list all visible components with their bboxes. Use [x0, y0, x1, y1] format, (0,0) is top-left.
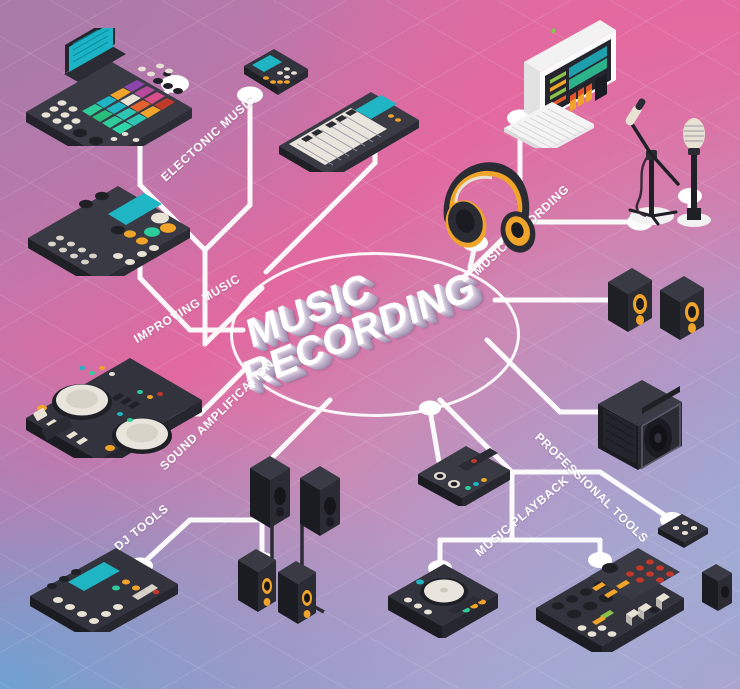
object-small-midi-pad [654, 508, 712, 548]
object-studio-monitor-speakers [604, 258, 712, 344]
object-studio-headphones [432, 156, 538, 254]
object-turntable-player [382, 548, 504, 640]
object-audio-interface [412, 438, 516, 508]
object-groove-sampler [22, 168, 194, 290]
object-midi-keyboard [275, 82, 423, 182]
connector-node [237, 86, 263, 104]
object-pocket-sampler [240, 38, 312, 100]
center-ellipse [230, 252, 520, 417]
object-speakers-on-stands [238, 452, 354, 624]
object-computer-keyboard [500, 100, 598, 154]
object-desktop-monitor-daw [508, 18, 622, 142]
object-dj-controller [20, 344, 206, 472]
object-boom-microphone-stand [618, 98, 690, 226]
object-vintage-microphone-stand [672, 112, 716, 230]
center-hub: MUSIC RECORDING [230, 252, 520, 417]
object-midi-control-surface [24, 534, 184, 642]
object-drum-pad-controller-with-laptop [20, 16, 196, 168]
object-studio-mixer [530, 548, 690, 658]
object-pa-speaker-cabinet [592, 372, 688, 478]
object-bookshelf-speakers [700, 560, 740, 620]
